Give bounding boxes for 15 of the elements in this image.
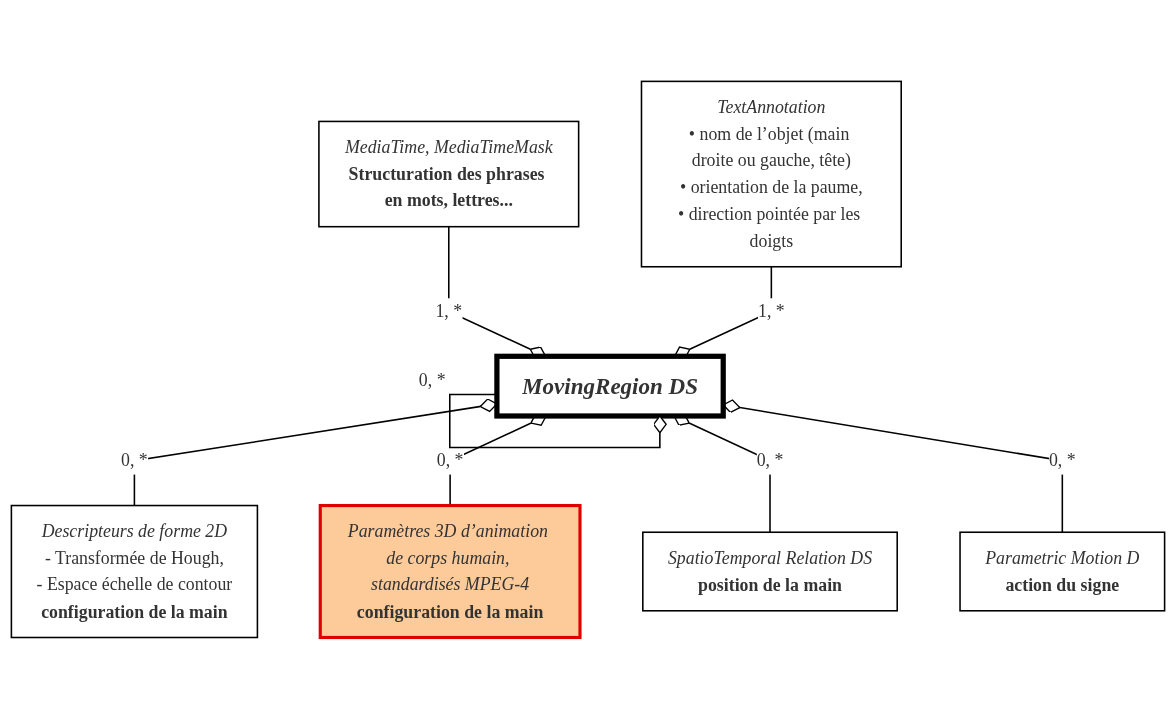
edge-label: 1, * <box>435 300 463 321</box>
edge-label: 1, * <box>757 300 785 321</box>
node-box: Parametric Motion D action du signe <box>959 531 1166 612</box>
node-box: Descripteurs de forme 2D - Transformée de Hough, - Espace échelle de contour configuration de la main <box>10 504 259 638</box>
node-box: SpatioTemporal Relation DS position de la main <box>642 531 898 612</box>
edge-label: 0, * <box>121 450 148 471</box>
self-loop-connector <box>449 393 667 448</box>
node-box: Paramètres 3D d’animation de corps humain, standardisés MPEG-4 configuration de la main <box>318 503 582 639</box>
edge-label: 0, * <box>436 450 464 471</box>
node-box: TextAnnotation • nom de l’objet (main droite ou gauche, tête) • orientation de la paume, • direction pointée par les doigts <box>640 80 902 268</box>
edge-label: 0, * <box>756 450 784 471</box>
node-box: MovingRegion DS <box>494 353 726 419</box>
edge-label: 0, * <box>418 369 446 390</box>
node-box: MediaTime, MediaTimeMask Structuration des phrases en mots, lettres... <box>318 120 580 228</box>
edge-label: 0, * <box>1048 450 1076 471</box>
